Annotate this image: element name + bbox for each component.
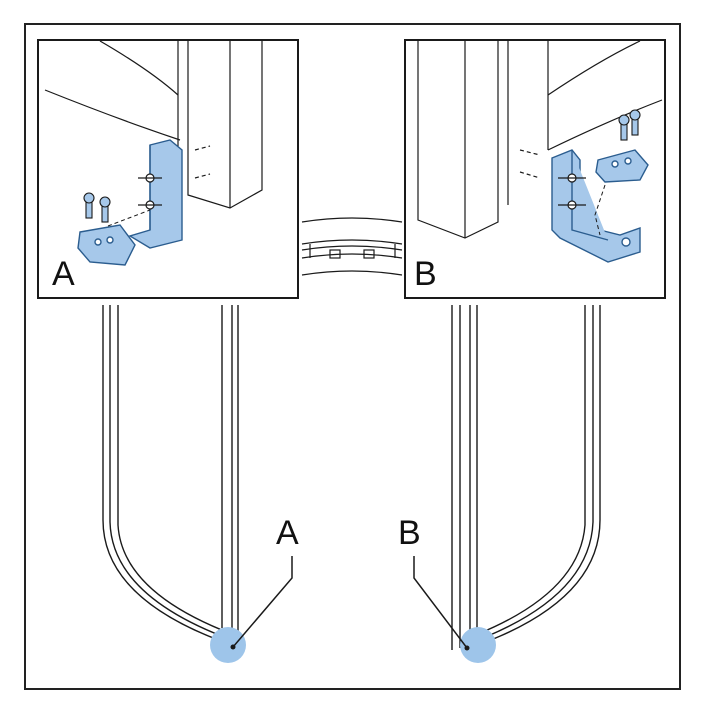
detail-b-label: B [414, 255, 437, 293]
callout-a: A [210, 514, 299, 663]
callout-b-marker [460, 627, 496, 663]
callout-a-label: A [276, 514, 299, 552]
detail-panel-a: A [37, 39, 299, 299]
detail-panel-b: B [404, 39, 666, 299]
bracket-a [128, 139, 183, 249]
outer-frame [24, 23, 681, 690]
center-track-fragment [301, 217, 403, 276]
callout-b: B [398, 514, 496, 663]
detail-a-label: A [52, 255, 75, 293]
clip-b [595, 149, 649, 183]
right-door-outline [451, 305, 601, 650]
callout-b-label: B [398, 514, 421, 552]
clip-a [77, 224, 136, 266]
left-door-outline [102, 305, 239, 646]
callout-a-marker [210, 627, 246, 663]
